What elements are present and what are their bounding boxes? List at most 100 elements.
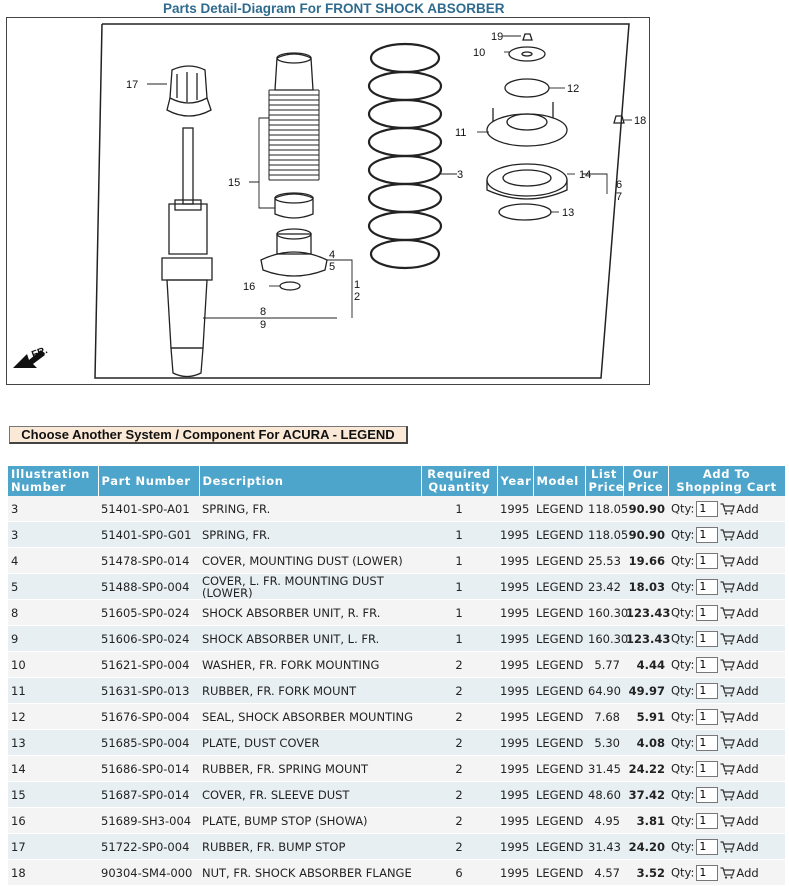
cell-description: NUT, FR. SHOCK ABSORBER FLANGE bbox=[199, 859, 421, 886]
header-description: Description bbox=[199, 466, 422, 496]
cell-add-to-cart: Qty:Add bbox=[668, 677, 785, 704]
qty-input[interactable] bbox=[696, 760, 719, 777]
cell-year: 1995 bbox=[497, 781, 533, 808]
cell-illustration-number: 8 bbox=[8, 599, 98, 626]
qty-input[interactable] bbox=[696, 812, 719, 829]
qty-label: Qty: bbox=[671, 839, 695, 853]
cell-add-to-cart: Qty:Add bbox=[668, 703, 785, 730]
cell-part-number: 51488-SP0-004 bbox=[98, 573, 199, 600]
qty-input[interactable] bbox=[696, 630, 719, 647]
cell-our-price: 90.90 bbox=[623, 496, 668, 522]
add-label: Add bbox=[736, 527, 759, 542]
add-label: Add bbox=[736, 683, 759, 698]
add-label: Add bbox=[736, 579, 759, 594]
add-to-cart-button[interactable]: Add bbox=[720, 813, 759, 828]
add-to-cart-button[interactable]: Add bbox=[720, 579, 759, 594]
add-to-cart-button[interactable]: Add bbox=[720, 787, 759, 802]
qty-input[interactable] bbox=[696, 734, 719, 751]
cell-required-quantity: 2 bbox=[421, 807, 497, 834]
add-to-cart-button[interactable]: Add bbox=[720, 763, 759, 775]
qty-input[interactable] bbox=[696, 526, 719, 543]
cell-list-price: 118.05 bbox=[585, 521, 628, 548]
callout-13: 13 bbox=[562, 207, 574, 219]
header-list-price: List Price bbox=[585, 466, 624, 496]
qty-input[interactable] bbox=[696, 604, 719, 621]
add-to-cart-button[interactable]: Add bbox=[720, 659, 759, 671]
callout-2: 2 bbox=[354, 291, 360, 303]
cell-required-quantity: 2 bbox=[421, 677, 497, 704]
add-to-cart-button[interactable]: Add bbox=[720, 840, 759, 853]
cell-list-price: 31.45 bbox=[585, 755, 623, 782]
qty-input[interactable] bbox=[696, 578, 719, 595]
cell-required-quantity: 2 bbox=[421, 755, 497, 782]
cell-year: 1995 bbox=[497, 703, 533, 730]
parts-diagram: 17 15 16 4 5 8 9 1 2 3 19 10 12 11 18 14… bbox=[6, 17, 650, 385]
cell-model: LEGEND bbox=[533, 703, 585, 730]
add-to-cart-button[interactable]: Add bbox=[720, 555, 759, 567]
cart-icon bbox=[720, 814, 736, 827]
qty-input[interactable] bbox=[696, 786, 719, 803]
cell-illustration-number: 5 bbox=[8, 573, 98, 600]
cart-icon bbox=[720, 866, 736, 879]
cell-part-number: 51722-SP0-004 bbox=[98, 833, 199, 860]
add-to-cart-button[interactable]: Add bbox=[720, 866, 759, 879]
add-to-cart-button[interactable]: Add bbox=[720, 605, 759, 620]
cell-description: WASHER, FR. FORK MOUNTING bbox=[199, 651, 421, 678]
cell-description: SHOCK ABSORBER UNIT, L. FR. bbox=[199, 625, 421, 652]
cart-icon bbox=[720, 840, 736, 853]
cart-icon bbox=[720, 710, 736, 723]
qty-input[interactable] bbox=[696, 552, 719, 569]
cell-model: LEGEND bbox=[533, 521, 585, 548]
add-to-cart-button[interactable]: Add bbox=[720, 527, 759, 542]
header-illustration-number: Illustration Number bbox=[8, 466, 99, 496]
add-label: Add bbox=[736, 813, 759, 828]
add-label: Add bbox=[736, 605, 759, 620]
header-our-price: Our Price bbox=[623, 466, 669, 496]
add-to-cart-button[interactable]: Add bbox=[720, 503, 759, 515]
cell-required-quantity: 1 bbox=[421, 625, 497, 652]
cell-year: 1995 bbox=[497, 677, 533, 704]
add-to-cart-button[interactable]: Add bbox=[720, 737, 759, 749]
cell-add-to-cart: Qty:Add bbox=[668, 521, 785, 548]
cell-our-price: 19.66 bbox=[623, 547, 668, 574]
cart-icon bbox=[720, 606, 736, 619]
cell-required-quantity: 6 bbox=[421, 859, 497, 886]
cell-required-quantity: 1 bbox=[421, 573, 497, 600]
front-arrow-icon bbox=[13, 350, 45, 368]
cell-description: COVER, MOUNTING DUST (LOWER) bbox=[199, 547, 421, 574]
table-header-row: Illustration Number Part Number Descript… bbox=[8, 466, 786, 496]
add-to-cart-button[interactable]: Add bbox=[720, 631, 759, 646]
cell-our-price: 37.42 bbox=[623, 781, 668, 808]
add-to-cart-button[interactable]: Add bbox=[720, 710, 759, 723]
qty-input[interactable] bbox=[696, 708, 719, 725]
qty-input[interactable] bbox=[696, 682, 719, 699]
add-label: Add bbox=[736, 631, 759, 646]
cell-our-price: 18.03 bbox=[623, 573, 668, 600]
qty-input[interactable] bbox=[696, 656, 719, 673]
front-label: FR. bbox=[30, 345, 49, 361]
qty-input[interactable] bbox=[696, 500, 719, 517]
qty-input[interactable] bbox=[696, 838, 719, 855]
cell-our-price: 123.43 bbox=[623, 599, 670, 626]
qty-input[interactable] bbox=[696, 864, 719, 881]
add-to-cart-button[interactable]: Add bbox=[720, 683, 759, 698]
cell-add-to-cart: Qty:Add bbox=[668, 651, 785, 678]
cell-part-number: 51686-SP0-014 bbox=[98, 755, 199, 782]
cell-description: PLATE, BUMP STOP (SHOWA) bbox=[199, 807, 421, 834]
header-required-quantity: Required Quantity bbox=[421, 466, 498, 496]
callout-12: 12 bbox=[567, 83, 579, 95]
choose-another-system-button[interactable]: Choose Another System / Component For AC… bbox=[9, 426, 408, 444]
add-label: Add bbox=[736, 787, 759, 802]
cell-part-number: 51685-SP0-004 bbox=[98, 729, 199, 756]
cell-description: SPRING, FR. bbox=[199, 496, 421, 522]
cell-year: 1995 bbox=[497, 755, 533, 782]
page-title: Parts Detail-Diagram For FRONT SHOCK ABS… bbox=[163, 1, 505, 16]
cell-year: 1995 bbox=[497, 496, 533, 522]
cell-list-price: 4.95 bbox=[585, 807, 623, 834]
